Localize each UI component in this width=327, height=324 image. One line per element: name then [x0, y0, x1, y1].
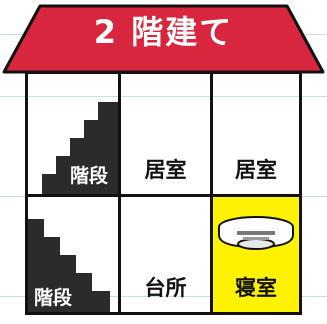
room-upper-living: 居室 [121, 74, 210, 194]
room-upper-living-2: 居室 [213, 74, 299, 194]
room-lower-kitchen: 台所 [121, 197, 210, 312]
stairs-icon [42, 102, 118, 194]
room-label: 階段 [34, 287, 73, 309]
room-label: 居室 [144, 158, 187, 182]
wall-divider [210, 74, 213, 312]
room-lower-bedroom: 寝室 [213, 197, 299, 312]
background-rule [0, 96, 327, 97]
background-rule [0, 296, 327, 297]
room-upper-stairs: 階段 [28, 74, 118, 194]
house-floor-plan: 階段 居室 居室 階段 台所 [25, 71, 302, 315]
room-label: 階段 [70, 165, 109, 187]
room-lower-stairs: 階段 [28, 197, 118, 312]
room-label: 台所 [144, 276, 187, 300]
stairs-icon [28, 219, 110, 312]
room-label: 寝室 [235, 276, 277, 300]
roof-title: 2 階建て [93, 13, 234, 51]
wall-divider [118, 74, 121, 312]
room-label: 居室 [235, 158, 277, 182]
smoke-detector-icon [218, 216, 294, 250]
floor-divider [28, 194, 299, 197]
